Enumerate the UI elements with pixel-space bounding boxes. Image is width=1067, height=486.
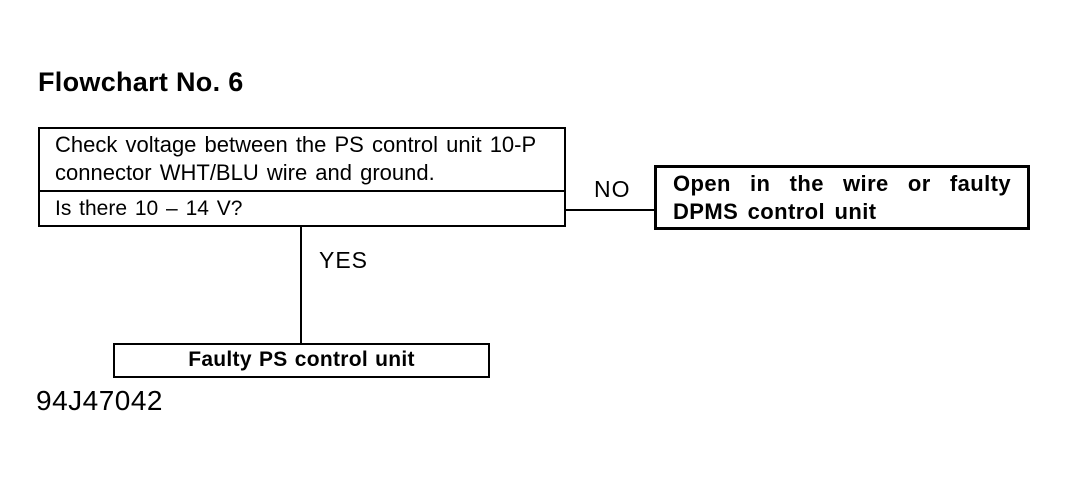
yes-result-box: Faulty PS control unit: [113, 343, 490, 378]
yes-branch-connector-line: [300, 227, 302, 343]
figure-code: 94J47042: [36, 385, 164, 416]
question-box-instruction: Check voltage between the PS control uni…: [40, 129, 564, 192]
no-branch-connector-line: [566, 209, 654, 211]
question-box: Check voltage between the PS control uni…: [38, 127, 566, 227]
page-title: Flowchart No. 6: [38, 67, 244, 97]
no-result-box: Open in the wire or faulty DPMS control …: [654, 165, 1030, 230]
no-branch-label: NO: [594, 176, 631, 202]
yes-branch-label: YES: [319, 247, 369, 273]
question-box-question: Is there 10 – 14 V?: [55, 197, 243, 220]
